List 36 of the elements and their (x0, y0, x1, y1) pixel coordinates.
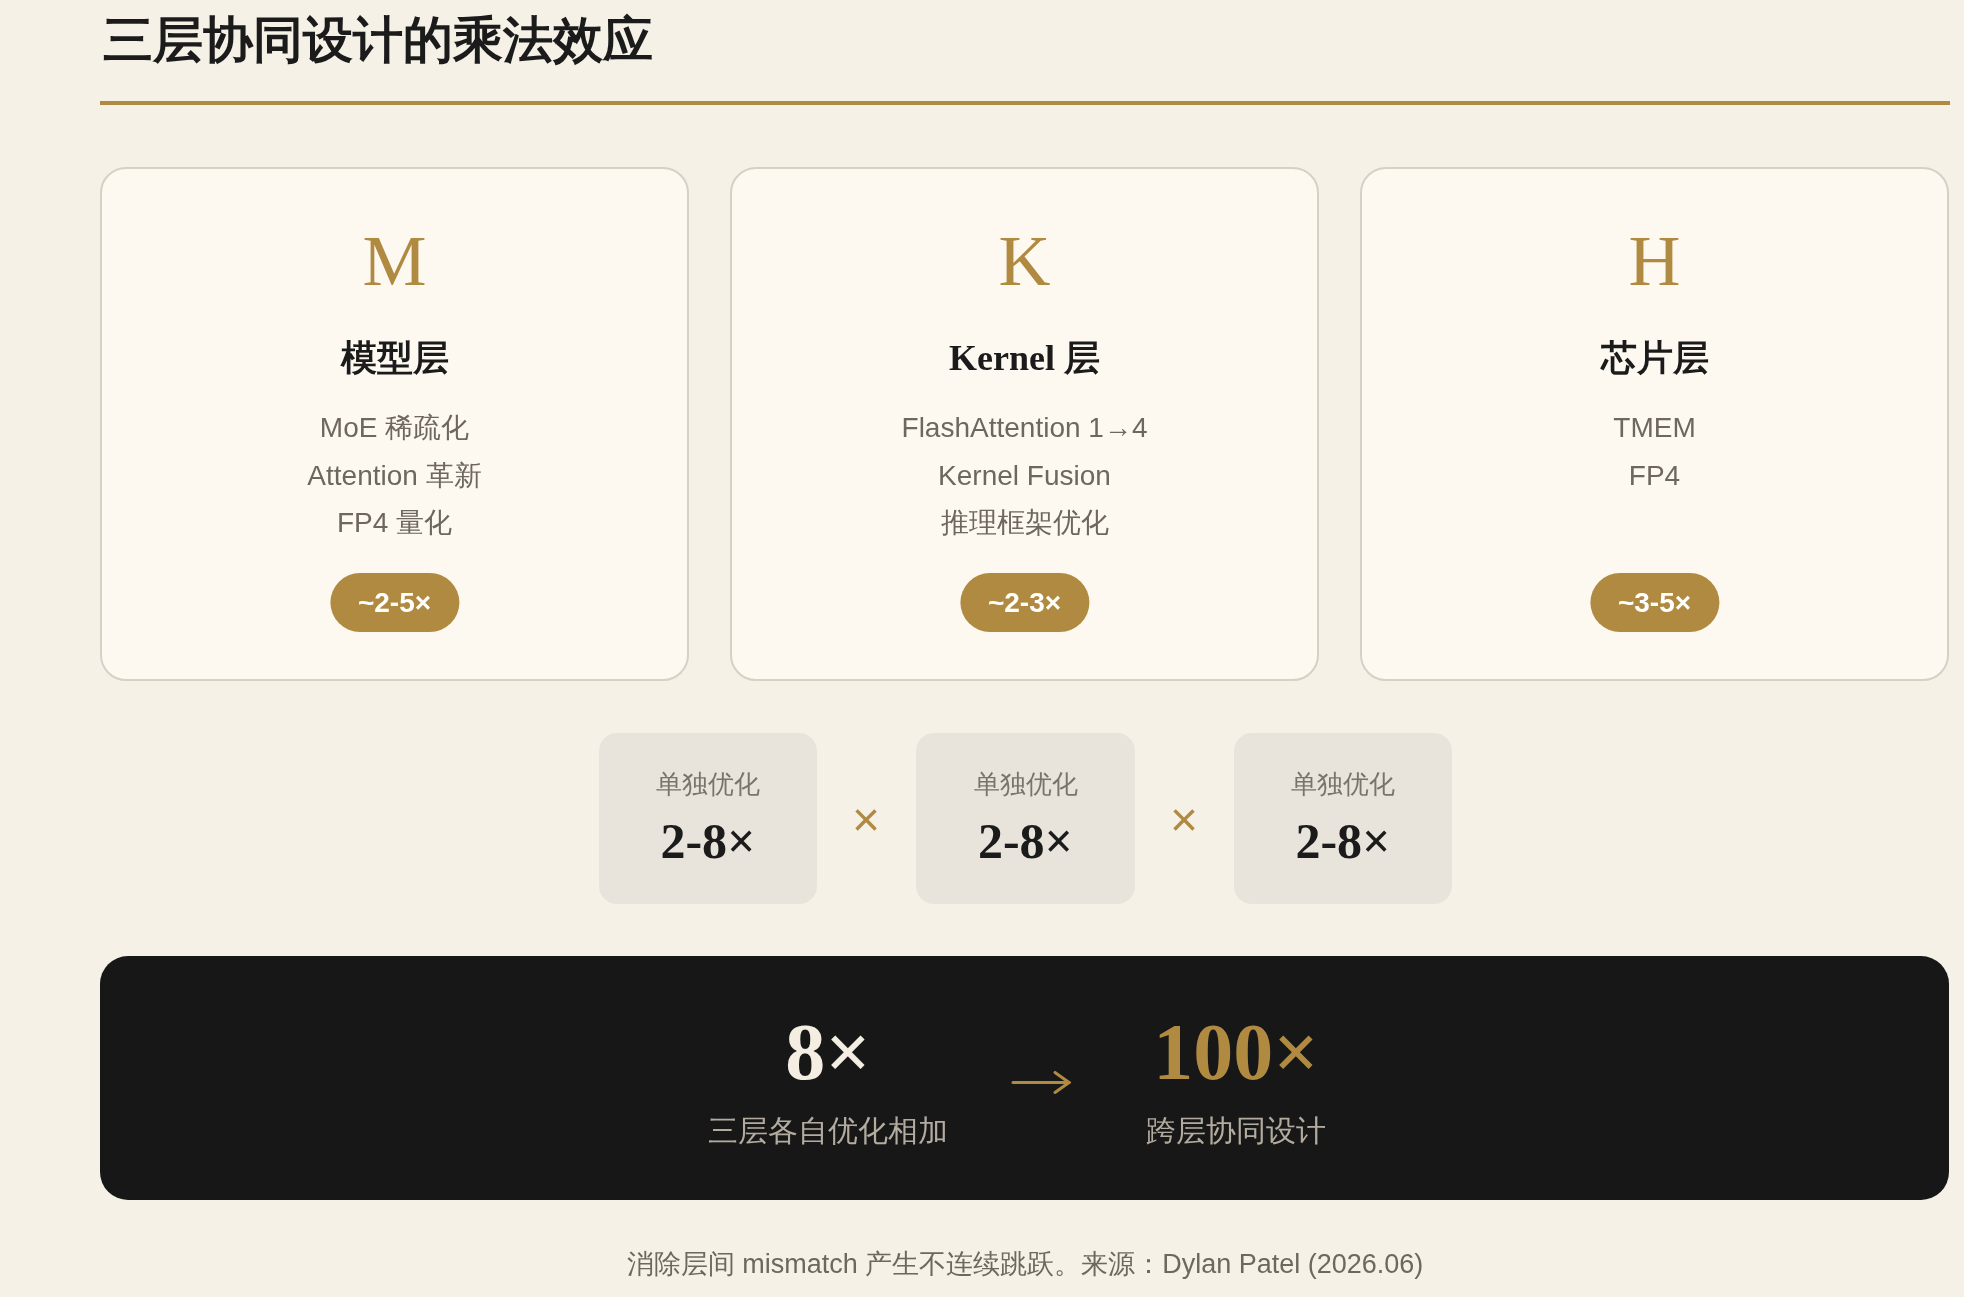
multiply-sign: × (852, 796, 880, 844)
layer-title: 芯片层 (1600, 337, 1709, 380)
speedup-badge: ~3-5× (1589, 573, 1720, 632)
result-value: 8× (785, 1010, 871, 1094)
factor-label: 单独优化 (1291, 768, 1395, 801)
technique-item: Attention 革新 (307, 458, 482, 493)
layer-card (730, 167, 1319, 681)
layer-card (1360, 167, 1949, 681)
factor-value: 2-8× (977, 813, 1074, 869)
layer-card (100, 167, 689, 681)
technique-item: TMEM (1613, 411, 1696, 445)
technique-item: FP4 (1628, 458, 1681, 493)
result-label: 三层各自优化相加 (708, 1113, 948, 1149)
technique-item: MoE 稀疏化 (319, 411, 470, 445)
multiply-sign: × (1170, 796, 1198, 844)
page-title: 三层协同设计的乘法效应 (103, 11, 653, 70)
layer-title: Kernel 层 (949, 337, 1100, 380)
factor-value: 2-8× (660, 813, 756, 869)
technique-item: 推理框架优化 (940, 506, 1109, 541)
technique-item: Kernel Fusion (938, 458, 1111, 493)
layer-letter: H (1628, 221, 1681, 301)
speedup-badge: ~2-5× (329, 573, 460, 632)
technique-item: FlashAttention 1→4 (901, 411, 1148, 445)
layer-letter: K (998, 221, 1051, 301)
technique-item: FP4 量化 (336, 506, 453, 541)
factor-value: 2-8× (1295, 813, 1391, 869)
speedup-badge: ~2-3× (959, 573, 1090, 632)
arrow (1011, 1071, 1071, 1094)
layer-letter: M (362, 221, 427, 301)
layer-title: 模型层 (340, 337, 449, 380)
factor-label: 单独优化 (973, 768, 1078, 801)
result-label: 跨层协同设计 (1146, 1113, 1326, 1149)
caption: 消除层间 mismatch 产生不连续跳跃。来源：Dylan Patel (2026.06) (626, 1248, 1424, 1281)
factor-label: 单独优化 (656, 768, 760, 801)
result-value: 100× (1153, 1010, 1319, 1094)
result-panel (100, 956, 1949, 1200)
